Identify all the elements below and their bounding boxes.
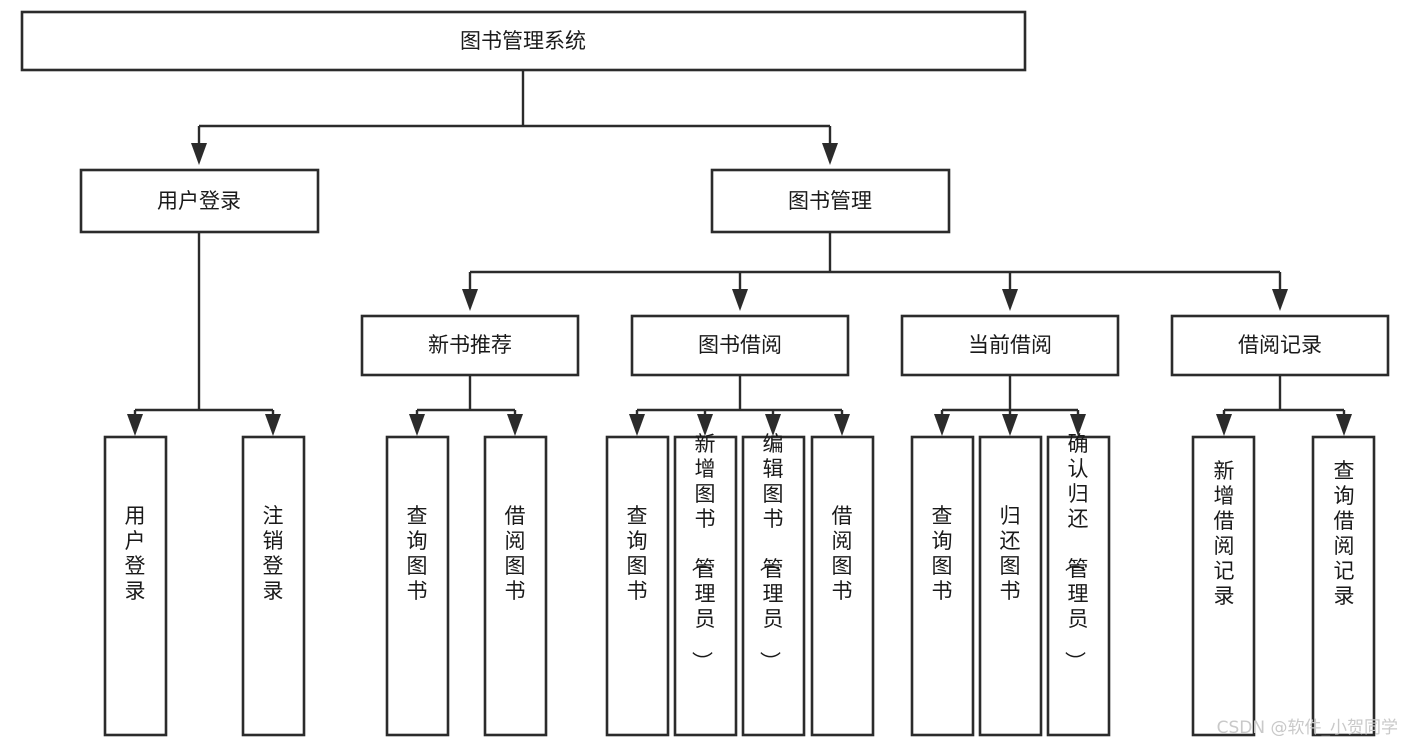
arrow-to-leaf-bb-query (629, 414, 645, 436)
connector-group-new-book-recommend (409, 375, 523, 436)
node-leaf-cb-confirm-return[interactable]: 确认归还（管理员） (1046, 432, 1111, 737)
node-current-borrow-box[interactable] (900, 314, 1120, 377)
node-leaf-nb-borrow-book-box[interactable] (483, 435, 548, 737)
node-leaf-cb-return-book[interactable]: 归还图书 (978, 435, 1043, 737)
node-book-borrow-label: 图书借阅 (698, 333, 782, 357)
arrow-to-current-borrow (1002, 289, 1018, 311)
arrow-to-new-book-recommend (462, 289, 478, 311)
node-leaf-logout-label: 注销登录 (263, 504, 284, 603)
node-root-label: 图书管理系统 (460, 29, 586, 53)
node-leaf-bb-query-book-box[interactable] (605, 435, 670, 737)
arrow-to-leaf-nb-borrow (507, 414, 523, 436)
node-user-login[interactable]: 用户登录 (79, 168, 320, 234)
node-leaf-cb-confirm-return-label: 确认归还（管理员） (1063, 432, 1089, 672)
node-book-management-label: 图书管理 (788, 189, 872, 213)
node-leaf-br-query-record[interactable]: 查询借阅记录 (1311, 435, 1376, 737)
node-leaf-nb-borrow-book[interactable]: 借阅图书 (483, 435, 548, 737)
node-current-borrow-label: 当前借阅 (968, 333, 1052, 357)
node-leaf-bb-query-book[interactable]: 查询图书 (605, 435, 670, 737)
arrow-to-leaf-user-login (127, 414, 143, 436)
arrow-to-book-mgmt (822, 143, 838, 165)
node-root-box[interactable] (20, 10, 1027, 72)
node-leaf-br-query-record-label: 查询借阅记录 (1334, 459, 1355, 608)
node-current-borrow[interactable]: 当前借阅 (900, 314, 1120, 377)
node-leaf-br-query-record-box[interactable] (1311, 435, 1376, 737)
node-leaf-nb-query-book-label: 查询图书 (407, 504, 428, 603)
node-leaf-bb-borrow-book-box[interactable] (810, 435, 875, 737)
node-leaf-br-add-record-label: 新增借阅记录 (1214, 459, 1235, 608)
node-leaf-cb-confirm-return-box[interactable] (1046, 435, 1111, 737)
connector-group-borrow-record (1216, 375, 1352, 436)
arrow-to-leaf-br-query (1336, 414, 1352, 436)
node-leaf-bb-add-book-label: 新增图书（管理员） (690, 432, 716, 672)
node-leaf-logout-box[interactable] (241, 435, 306, 737)
node-leaf-cb-query-book-label: 查询图书 (932, 504, 953, 603)
connector-group-current-borrow (934, 375, 1086, 436)
node-book-borrow-box[interactable] (630, 314, 850, 377)
node-leaf-logout[interactable]: 注销登录 (241, 435, 306, 737)
arrow-to-borrow-record (1272, 289, 1288, 311)
node-user-login-label: 用户登录 (157, 189, 241, 213)
node-user-login-box[interactable] (79, 168, 320, 234)
node-leaf-cb-return-book-label: 归还图书 (1000, 504, 1021, 603)
node-new-book-recommend[interactable]: 新书推荐 (360, 314, 580, 377)
connector-group-book-mgmt (462, 232, 1288, 311)
node-leaf-nb-borrow-book-label: 借阅图书 (505, 504, 526, 603)
node-leaf-nb-query-book[interactable]: 查询图书 (385, 435, 450, 737)
node-root-system[interactable]: 图书管理系统 (20, 10, 1027, 72)
node-leaf-bb-edit-book[interactable]: 编辑图书（管理员） (741, 432, 806, 737)
node-book-management-box[interactable] (710, 168, 951, 234)
node-borrow-record-label: 借阅记录 (1238, 333, 1322, 357)
node-book-borrow[interactable]: 图书借阅 (630, 314, 850, 377)
csdn-watermark: CSDN @软件_小贺同学 (1217, 718, 1398, 738)
node-leaf-cb-return-book-box[interactable] (978, 435, 1043, 737)
arrow-to-leaf-bb-borrow (834, 414, 850, 436)
node-borrow-record-box[interactable] (1170, 314, 1390, 377)
arrow-to-leaf-logout (265, 414, 281, 436)
arrow-to-leaf-br-add (1216, 414, 1232, 436)
node-leaf-bb-borrow-book[interactable]: 借阅图书 (810, 435, 875, 737)
arrow-to-leaf-nb-query (409, 414, 425, 436)
arrow-to-book-borrow (732, 289, 748, 311)
node-leaf-bb-add-book-box[interactable] (673, 435, 738, 737)
node-leaf-br-add-record-box[interactable] (1191, 435, 1256, 737)
node-new-book-recommend-label: 新书推荐 (428, 333, 512, 357)
connector-group-user-login (127, 232, 281, 436)
node-new-book-recommend-box[interactable] (360, 314, 580, 377)
node-leaf-user-login[interactable]: 用户登录 (103, 435, 168, 737)
node-leaf-user-login-box[interactable] (103, 435, 168, 737)
node-leaf-bb-edit-book-box[interactable] (741, 435, 806, 737)
node-leaf-br-add-record[interactable]: 新增借阅记录 (1191, 435, 1256, 737)
node-leaf-bb-edit-book-label: 编辑图书（管理员） (758, 432, 784, 672)
node-leaf-nb-query-book-box[interactable] (385, 435, 450, 737)
node-borrow-record[interactable]: 借阅记录 (1170, 314, 1390, 377)
connector-group-book-borrow (629, 375, 850, 436)
node-leaf-bb-add-book[interactable]: 新增图书（管理员） (673, 432, 738, 737)
node-leaf-bb-borrow-book-label: 借阅图书 (832, 504, 853, 603)
node-book-management[interactable]: 图书管理 (710, 168, 951, 234)
node-leaf-cb-query-book[interactable]: 查询图书 (910, 435, 975, 737)
node-leaf-user-login-label: 用户登录 (125, 504, 146, 603)
node-leaf-bb-query-book-label: 查询图书 (627, 504, 648, 603)
node-leaf-cb-query-book-box[interactable] (910, 435, 975, 737)
arrow-to-leaf-cb-query (934, 414, 950, 436)
connector-group-root (191, 70, 838, 165)
arrow-to-user-login (191, 143, 207, 165)
arrow-to-leaf-cb-return (1002, 414, 1018, 436)
